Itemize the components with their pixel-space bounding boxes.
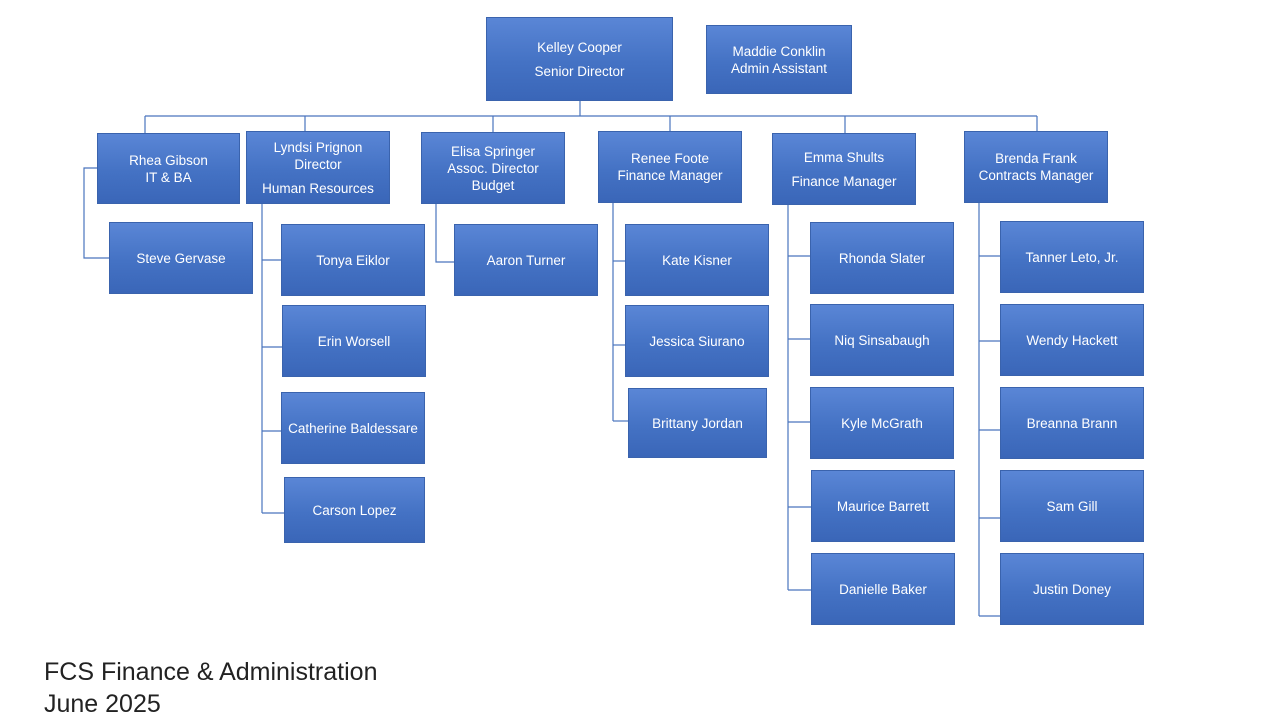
report-name: Kate Kisner <box>662 252 732 268</box>
report-name: Sam Gill <box>1046 498 1098 514</box>
manager-name: Lyndsi Prignon <box>273 139 363 155</box>
report-box: Brittany Jordan <box>628 388 767 458</box>
assistant-name: Maddie Conklin <box>732 43 826 59</box>
footer-title: FCS Finance & Administration <box>44 658 378 686</box>
report-name: Steve Gervase <box>136 250 226 266</box>
manager-box-renee-foote: Renee Foote Finance Manager <box>598 131 742 203</box>
assistant-title: Admin Assistant <box>730 60 828 76</box>
assistant-box: Maddie Conklin Admin Assistant <box>706 25 852 94</box>
manager-name: Renee Foote <box>630 151 710 166</box>
manager-name: Elisa Springer <box>450 143 536 159</box>
report-name: Erin Worsell <box>317 333 391 349</box>
manager-title: Finance Manager <box>617 168 723 183</box>
report-box: Danielle Baker <box>811 553 955 625</box>
director-title: Senior Director <box>534 63 625 79</box>
report-name: Tonya Eiklor <box>316 252 390 268</box>
report-name: Jessica Siurano <box>649 333 745 349</box>
report-box: Niq Sinsabaugh <box>810 304 954 376</box>
report-name: Brittany Jordan <box>652 415 743 431</box>
report-box: Maurice Barrett <box>811 470 955 542</box>
report-name: Justin Doney <box>1032 581 1112 597</box>
report-name: Wendy Hackett <box>1026 332 1118 348</box>
director-name: Kelley Cooper <box>537 39 622 55</box>
report-box: Erin Worsell <box>282 305 426 377</box>
manager-box-elisa-springer: Elisa Springer Assoc. Director Budget <box>421 132 565 204</box>
manager-title: IT & BA <box>145 169 192 185</box>
manager-name: Rhea Gibson <box>129 152 208 168</box>
report-box: Carson Lopez <box>284 477 425 543</box>
report-box: Steve Gervase <box>109 222 253 294</box>
report-box: Jessica Siurano <box>625 305 769 377</box>
manager-name: Brenda Frank <box>995 151 1077 166</box>
manager-box-brenda-frank: Brenda Frank Contracts Manager <box>964 131 1108 203</box>
report-box: Catherine Baldessare <box>281 392 425 464</box>
report-name: Niq Sinsabaugh <box>834 332 930 348</box>
report-box: Breanna Brann <box>1000 387 1144 459</box>
report-box: Wendy Hackett <box>1000 304 1144 376</box>
manager-box-lyndsi-prignon: Lyndsi Prignon Director Human Resources <box>246 131 390 204</box>
report-name: Aaron Turner <box>486 252 566 268</box>
report-name: Danielle Baker <box>839 581 927 597</box>
manager-title: Contracts Manager <box>978 168 1094 183</box>
report-name: Carson Lopez <box>312 502 397 518</box>
report-box: Tanner Leto, Jr. <box>1000 221 1144 293</box>
report-name: Catherine Baldessare <box>288 420 418 436</box>
footer-date: June 2025 <box>44 690 161 718</box>
manager-box-rhea-gibson: Rhea Gibson IT & BA <box>97 133 240 204</box>
report-box: Rhonda Slater <box>810 222 954 294</box>
report-box: Kyle McGrath <box>810 387 954 459</box>
report-box: Aaron Turner <box>454 224 598 296</box>
report-name: Tanner Leto, Jr. <box>1025 249 1119 265</box>
report-box: Tonya Eiklor <box>281 224 425 296</box>
report-name: Kyle McGrath <box>841 415 923 431</box>
manager-dept: Budget <box>471 177 515 193</box>
manager-title: Finance Manager <box>791 173 897 189</box>
report-name: Breanna Brann <box>1026 415 1118 431</box>
report-box: Justin Doney <box>1000 553 1144 625</box>
report-box: Sam Gill <box>1000 470 1144 542</box>
manager-name: Emma Shults <box>803 149 885 165</box>
manager-box-emma-shults: Emma Shults Finance Manager <box>772 133 916 205</box>
connector-lines <box>83 101 1038 617</box>
manager-title: Director <box>294 156 342 172</box>
manager-dept: Human Resources <box>262 180 374 196</box>
report-box: Kate Kisner <box>625 224 769 296</box>
manager-title: Assoc. Director <box>447 160 539 176</box>
director-box: Kelley Cooper Senior Director <box>486 17 673 101</box>
report-name: Rhonda Slater <box>838 250 926 266</box>
report-name: Maurice Barrett <box>836 498 930 514</box>
